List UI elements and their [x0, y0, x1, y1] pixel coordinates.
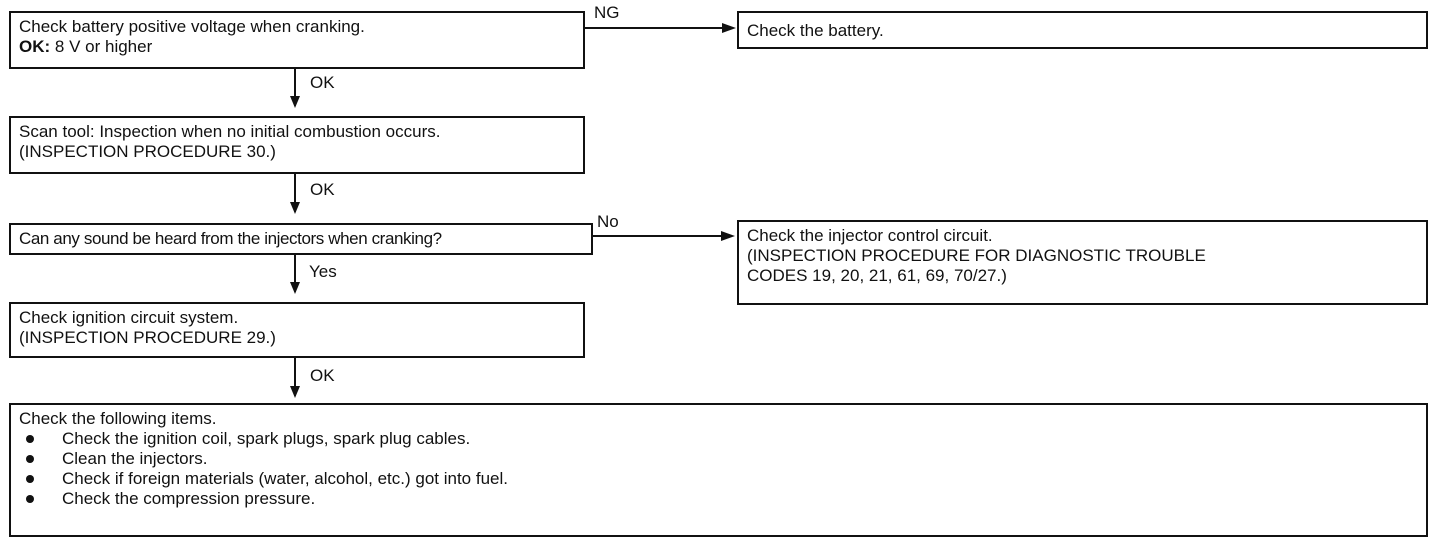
- ok-label-2: OK: [310, 180, 335, 199]
- ok-criteria-value: 8 V or higher: [54, 37, 153, 56]
- arrowhead-down-3: [290, 282, 300, 294]
- yes-label: Yes: [309, 262, 337, 281]
- ignition-check-procedure: (INSPECTION PROCEDURE 29.): [19, 328, 276, 347]
- ok-criteria-label: OK:: [19, 37, 51, 56]
- ng-label: NG: [594, 3, 620, 22]
- check-battery-box: Check the battery.: [737, 11, 1428, 49]
- check-item-text: Clean the injectors.: [62, 449, 208, 468]
- arrowhead-down-2: [290, 202, 300, 214]
- bullet-icon: [26, 455, 34, 463]
- procedure-word-4: DIAGNOSTIC: [1015, 246, 1122, 265]
- bullet-icon: [26, 475, 34, 483]
- injector-circuit-procedure: (INSPECTION PROCEDURE FOR DIAGNOSTIC TRO…: [747, 246, 1351, 266]
- procedure-word-3: FOR: [974, 246, 1011, 265]
- arrowhead-down-4: [290, 386, 300, 398]
- final-checks-box: Check the following items. Check the ign…: [9, 403, 1428, 537]
- ok-label-3: OK: [310, 366, 335, 385]
- bullet-icon: [26, 435, 34, 443]
- injector-sound-question-box: Can any sound be heard from the injector…: [9, 223, 593, 255]
- battery-voltage-check-box: Check battery positive voltage when cran…: [9, 11, 585, 69]
- check-item: Check the ignition coil, spark plugs, sp…: [19, 429, 1426, 449]
- injector-circuit-codes: CODES 19, 20, 21, 61, 69, 70/27.): [747, 266, 1007, 285]
- procedure-word-1: (INSPECTION: [747, 246, 857, 265]
- check-item: Clean the injectors.: [19, 449, 1426, 469]
- injector-circuit-text: Check the injector control circuit.: [747, 226, 993, 245]
- check-item-text: Check if foreign materials (water, alcoh…: [62, 469, 508, 488]
- arrowhead-right-no: [721, 231, 735, 241]
- procedure-word-2: PROCEDURE: [861, 246, 970, 265]
- scan-tool-inspection-box: Scan tool: Inspection when no initial co…: [9, 116, 585, 174]
- procedure-word-5: TROUBLE: [1125, 246, 1206, 265]
- no-label: No: [597, 212, 619, 231]
- ok-label-1: OK: [310, 73, 335, 92]
- check-item-text: Check the ignition coil, spark plugs, sp…: [62, 429, 471, 448]
- battery-ok-criteria: OK: 8 V or higher: [19, 37, 583, 57]
- check-battery-text: Check the battery.: [747, 21, 884, 40]
- injector-sound-question-text: Can any sound be heard from the injector…: [19, 229, 442, 248]
- arrowhead-down-1: [290, 96, 300, 108]
- ignition-check-text: Check ignition circuit system.: [19, 308, 239, 327]
- ignition-circuit-check-box: Check ignition circuit system. (INSPECTI…: [9, 302, 585, 358]
- arrowhead-right-ng: [722, 23, 736, 33]
- check-item-text: Check the compression pressure.: [62, 489, 316, 508]
- bullet-icon: [26, 495, 34, 503]
- battery-check-text: Check battery positive voltage when cran…: [19, 17, 365, 36]
- scan-tool-procedure: (INSPECTION PROCEDURE 30.): [19, 142, 276, 161]
- injector-control-circuit-box: Check the injector control circuit. (INS…: [737, 220, 1428, 305]
- check-item: Check the compression pressure.: [19, 489, 1426, 509]
- final-checks-intro: Check the following items.: [19, 409, 217, 428]
- check-item: Check if foreign materials (water, alcoh…: [19, 469, 1426, 489]
- scan-tool-text: Scan tool: Inspection when no initial co…: [19, 122, 441, 141]
